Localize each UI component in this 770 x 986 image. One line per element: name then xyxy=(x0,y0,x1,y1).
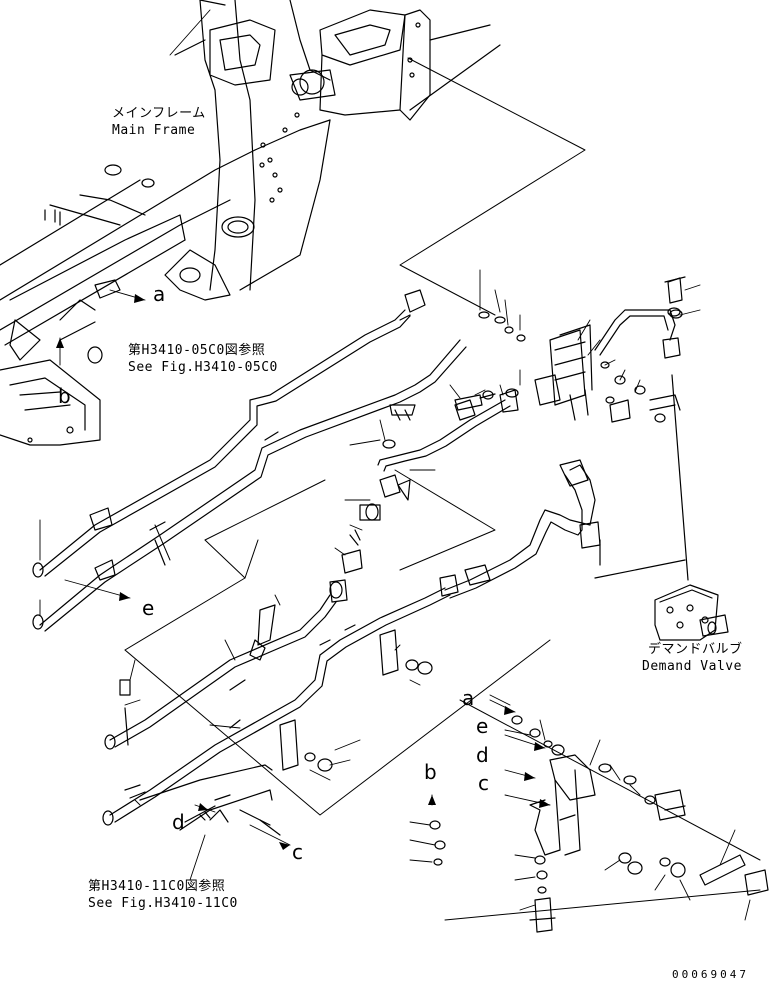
lower-right-bracket xyxy=(429,715,769,933)
callout-c-bottom: c xyxy=(292,840,303,864)
reference-05c0-jp: 第H3410-05C0図参照 xyxy=(128,343,266,358)
callout-a-top: a xyxy=(153,282,166,306)
callout-e-right: e xyxy=(476,714,489,738)
callout-c-right: c xyxy=(478,771,489,795)
document-number: 00069047 xyxy=(672,968,749,981)
reference-11c0-en: See Fig.H3410-11C0 xyxy=(88,896,238,911)
reference-05c0-en: See Fig.H3410-05C0 xyxy=(128,360,278,375)
callout-e-mid: e xyxy=(142,596,155,620)
callout-a-right: a xyxy=(462,686,475,710)
upper-pipes xyxy=(32,289,467,632)
callout-d-bottom: d xyxy=(172,810,185,834)
reference-11c0-jp: 第H3410-11C0図参照 xyxy=(88,879,226,894)
callout-d-right: d xyxy=(476,743,489,767)
callout-b-right: b xyxy=(424,760,437,784)
right-curved-pipe xyxy=(439,459,601,599)
main-frame-label-en: Main Frame xyxy=(112,123,196,138)
main-frame-label-jp: メインフレーム xyxy=(112,106,206,121)
reference-outlines xyxy=(124,57,761,921)
top-pipe-bracket xyxy=(377,276,689,581)
middle-fittings xyxy=(249,404,416,661)
callout-b-top: b xyxy=(58,384,71,408)
demand-valve-label-en: Demand Valve xyxy=(642,659,742,674)
demand-valve-drawing xyxy=(654,584,729,641)
main-frame-drawing xyxy=(0,0,501,446)
demand-valve-label-jp: デマンドバルブ xyxy=(648,642,743,657)
leader-lines xyxy=(39,9,751,921)
arrow-heads xyxy=(56,294,550,850)
lower-pipes xyxy=(102,587,451,836)
